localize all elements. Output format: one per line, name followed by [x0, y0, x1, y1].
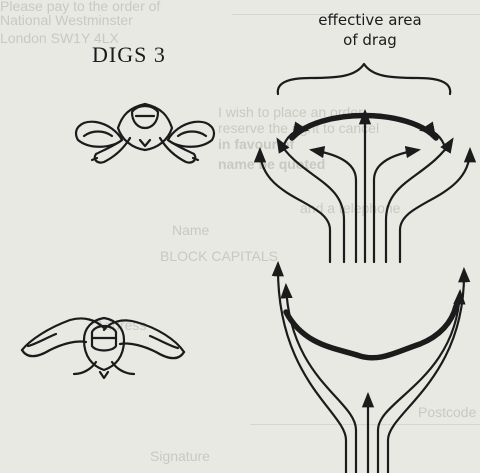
- airflow-diagram-top: [260, 64, 470, 262]
- skydiver-top-icon: [76, 104, 214, 163]
- skydiver-bottom-icon: [22, 318, 184, 378]
- airflow-diagram-bottom: [278, 264, 464, 473]
